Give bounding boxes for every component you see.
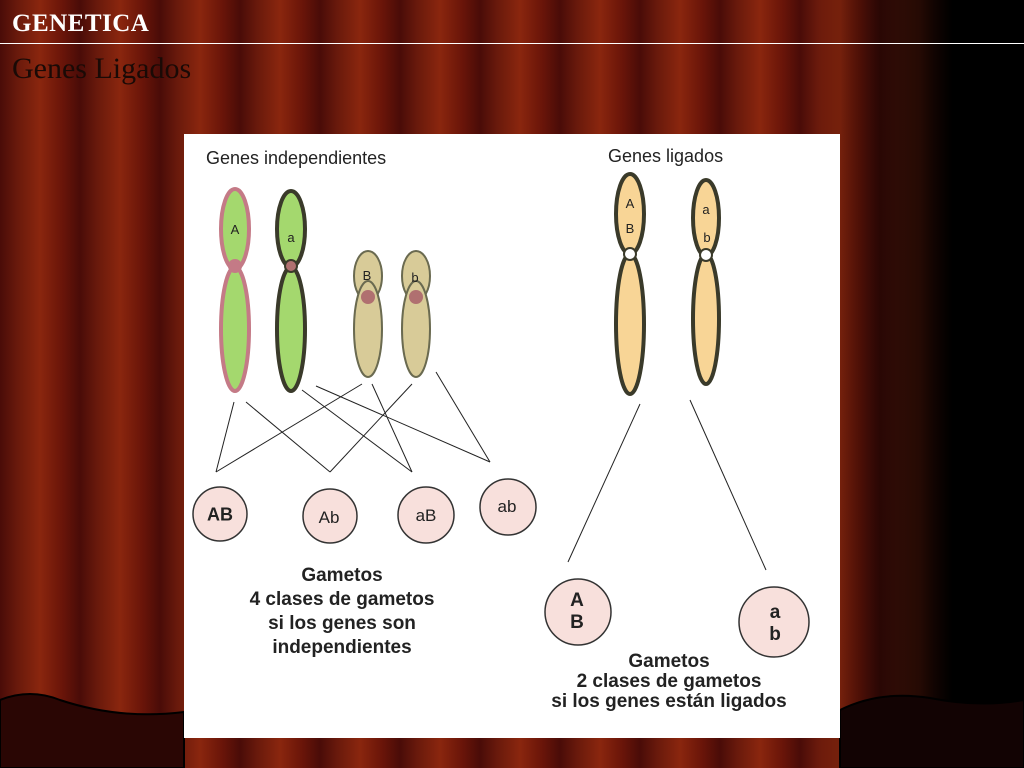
gamete-Ab: [302, 488, 358, 544]
chromosome-a: [275, 189, 307, 393]
gene-label: B: [362, 268, 372, 283]
chromosome-B: [353, 250, 383, 378]
segregation-lines: [215, 371, 491, 473]
independent-caption: Gametos 4 clases de gametos si los genes…: [249, 565, 435, 658]
header-title: GENETICA: [12, 10, 150, 37]
linked-caption-title: Gametos: [628, 651, 710, 672]
chromosome-A: [219, 187, 251, 393]
gamete-label: aB: [415, 506, 437, 525]
gene-label: a: [287, 230, 295, 245]
gamete-AB: [192, 486, 248, 542]
gamete-ab: [479, 478, 537, 536]
linked-genes-heading: Genes ligados: [608, 146, 724, 166]
gamete-label: ab: [497, 497, 517, 516]
genetics-figure: Genes independientes Genes ligados A a B…: [184, 134, 840, 738]
linked-chromosome-ab: [691, 178, 721, 386]
linked-segregation-lines: [567, 399, 767, 571]
gamete-label: AB: [207, 504, 233, 525]
header-divider: [0, 43, 1024, 44]
slide-subtitle: Genes Ligados: [12, 52, 192, 85]
gene-label: A: [230, 222, 240, 237]
chromosome-b: [401, 250, 431, 378]
curtain-bottom-drape: [0, 693, 1024, 768]
gene-label: b: [411, 270, 419, 285]
gene-label: b: [703, 230, 711, 245]
gamete-label: Ab: [318, 508, 340, 527]
linked-chromosome-AB: [614, 172, 646, 396]
gene-label: B: [625, 221, 635, 236]
independent-genes-heading: Genes independientes: [206, 148, 387, 168]
gamete-linked-ab: [738, 586, 810, 658]
linked-caption: Gametos 2 clases de gametos si los genes…: [551, 651, 787, 712]
independent-caption-title: Gametos: [301, 565, 383, 586]
gene-label: A: [625, 196, 635, 211]
linked-gamete-label: A B: [570, 590, 584, 633]
gamete-aB: [397, 486, 455, 544]
gamete-linked-AB: [544, 578, 612, 646]
linked-gamete-label: a b: [769, 602, 781, 645]
gene-label: a: [702, 202, 710, 217]
diagram-graphic: [192, 172, 810, 658]
